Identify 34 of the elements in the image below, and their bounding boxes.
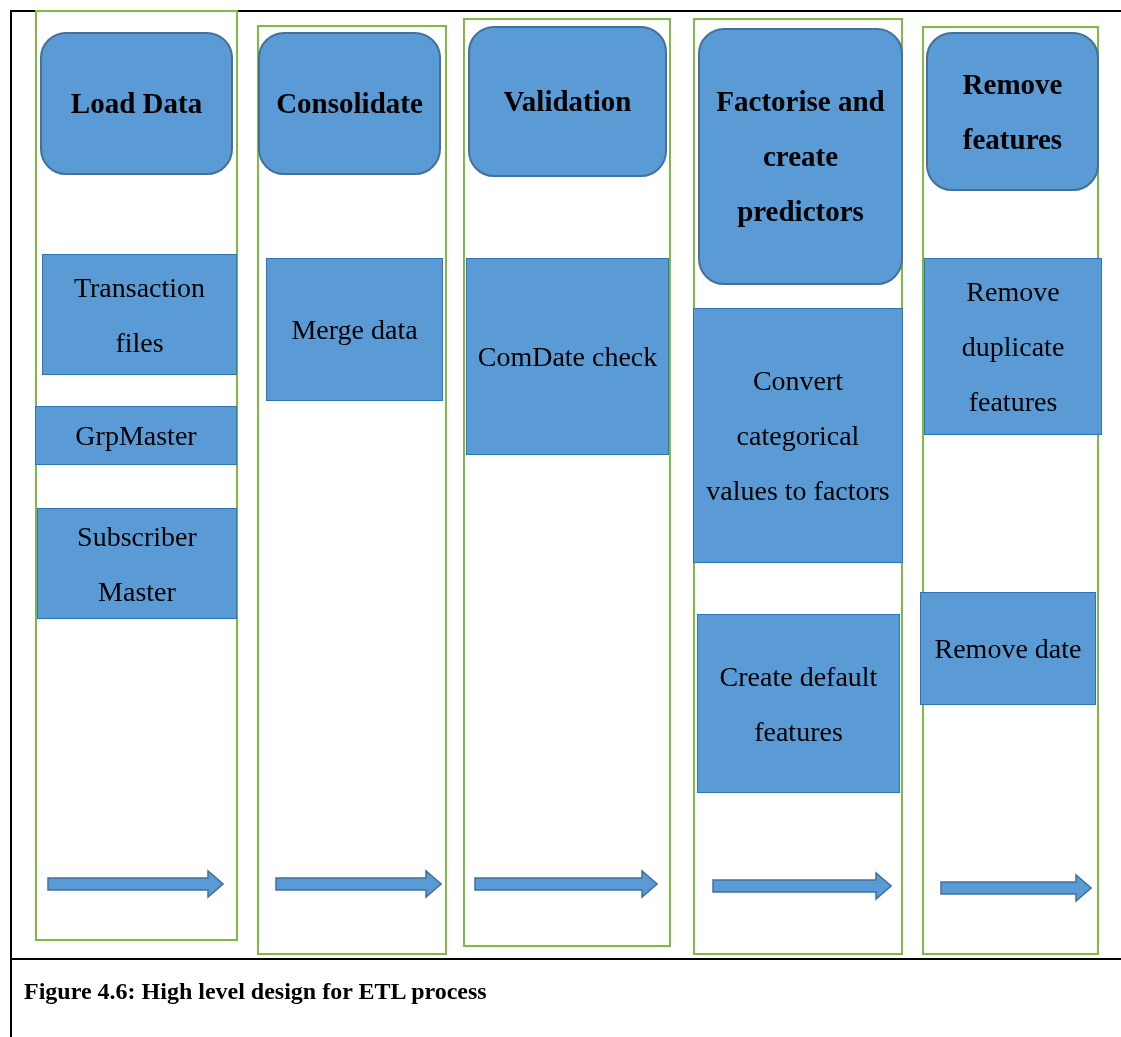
swimlane <box>257 25 447 955</box>
step-text: Create default features <box>718 659 879 749</box>
stage-header-box <box>40 32 233 175</box>
step-text: Remove date <box>934 632 1082 666</box>
step-text: Remove duplicate features <box>960 275 1066 419</box>
stage-header-box <box>258 32 441 175</box>
step-text: Transaction files <box>72 270 207 360</box>
stage-title: Factorise and create predictors <box>715 84 886 229</box>
swimlane <box>922 26 1099 955</box>
process-box <box>466 258 669 455</box>
stage-header-box <box>926 32 1099 191</box>
stage-title: Validation <box>503 84 632 119</box>
process-box <box>920 592 1096 705</box>
stage-header-box <box>468 26 667 177</box>
caption: Figure 4.6: High level design for ETL process <box>24 978 487 1005</box>
stage-title: Load Data <box>70 86 203 121</box>
process-box <box>924 258 1102 435</box>
swimlane <box>693 18 903 955</box>
swimlane <box>463 18 671 947</box>
process-box <box>35 406 237 465</box>
step-text: Subscriber Master <box>76 519 198 609</box>
stage-title: Consolidate <box>276 86 423 121</box>
process-box <box>697 614 900 793</box>
step-text: Merge data <box>291 313 418 347</box>
stage-title: Remove features <box>961 66 1064 157</box>
process-box <box>37 508 237 619</box>
step-text: Convert categorical values to factors <box>705 364 891 508</box>
step-text: ComDate check <box>477 340 658 374</box>
stage-header-box <box>698 28 903 285</box>
process-box <box>42 254 237 375</box>
process-box <box>693 308 903 563</box>
process-box <box>266 258 443 401</box>
step-text: GrpMaster <box>75 419 197 453</box>
swimlane <box>35 10 238 941</box>
